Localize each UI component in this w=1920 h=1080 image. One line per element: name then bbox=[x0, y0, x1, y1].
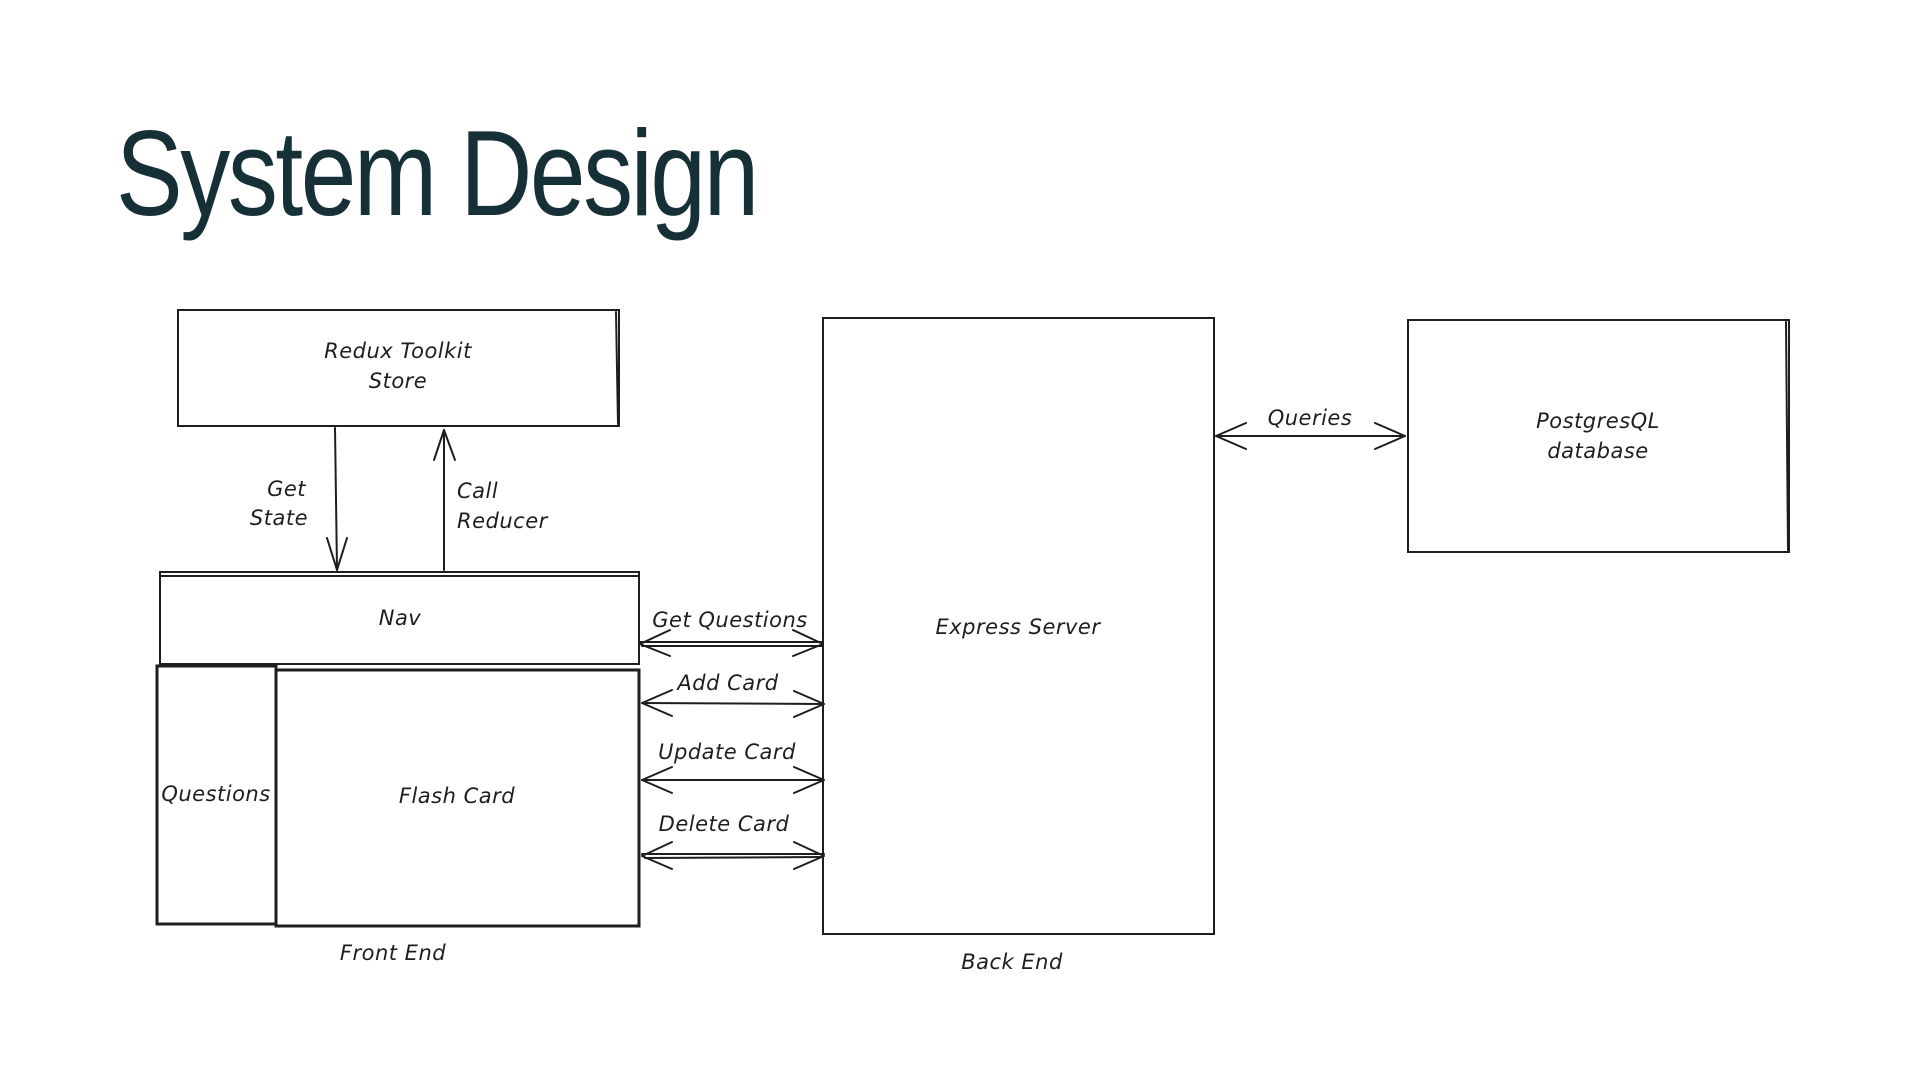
add-card-label: Add Card bbox=[675, 671, 778, 695]
add-card-edge: Add Card bbox=[641, 671, 825, 718]
redux-store-label-line1: Redux Toolkit bbox=[324, 339, 472, 363]
redux-store-node: Redux Toolkit Store bbox=[177, 309, 620, 427]
postgres-label-line2: database bbox=[1547, 439, 1648, 463]
add-card-arrowhead-right bbox=[793, 690, 825, 718]
redux-store-label-line2: Store bbox=[369, 369, 427, 393]
update-card-arrowhead-left bbox=[641, 766, 673, 794]
update-card-arrowhead-right bbox=[793, 766, 825, 794]
delete-card-edge: Delete Card bbox=[641, 812, 825, 870]
flash-card-box bbox=[274, 668, 641, 928]
questions-node: Questions bbox=[155, 664, 278, 926]
get-state-label-line1: Get bbox=[267, 477, 306, 501]
get-questions-edge: Get Questions bbox=[639, 608, 824, 657]
get-questions-arrowhead-right bbox=[792, 629, 824, 657]
express-server-label: Express Server bbox=[935, 615, 1101, 639]
queries-edge: Queries bbox=[1215, 406, 1406, 450]
update-card-label: Update Card bbox=[658, 740, 796, 764]
flash-card-label: Flash Card bbox=[399, 784, 515, 808]
delete-card-arrowhead-left bbox=[641, 841, 673, 870]
get-questions-arrowhead-left bbox=[639, 629, 671, 657]
express-server-box bbox=[822, 317, 1215, 935]
nav-box bbox=[159, 571, 640, 665]
call-reducer-edge: Call Reducer bbox=[433, 429, 549, 571]
call-reducer-label-line2: Reducer bbox=[457, 509, 549, 533]
front-end-label: Front End bbox=[340, 941, 446, 965]
questions-label: Questions bbox=[161, 782, 270, 806]
page-title: System Design bbox=[116, 105, 759, 241]
delete-card-arrowhead-right bbox=[793, 841, 825, 870]
add-card-arrow-line bbox=[641, 702, 825, 705]
add-card-arrowhead-left bbox=[641, 689, 673, 717]
update-card-edge: Update Card bbox=[641, 740, 825, 794]
back-end-label: Back End bbox=[961, 950, 1063, 974]
redux-store-box bbox=[177, 309, 620, 427]
flash-card-node: Flash Card bbox=[274, 668, 641, 928]
get-state-label-line2: State bbox=[250, 506, 308, 530]
postgres-node: PostgresQL database bbox=[1407, 319, 1790, 553]
call-reducer-label-line1: Call bbox=[457, 479, 498, 503]
get-state-edge: Get State bbox=[250, 427, 348, 571]
redux-store-sketch-edge bbox=[615, 311, 619, 425]
get-state-arrow-line bbox=[334, 427, 338, 571]
nav-label: Nav bbox=[379, 606, 422, 630]
queries-label: Queries bbox=[1268, 406, 1353, 430]
postgres-box bbox=[1407, 319, 1790, 553]
queries-arrowhead-right bbox=[1374, 422, 1406, 450]
nav-node: Nav bbox=[159, 571, 640, 665]
express-server-node: Express Server bbox=[822, 317, 1215, 935]
delete-card-label: Delete Card bbox=[659, 812, 790, 836]
get-state-arrowhead bbox=[326, 537, 348, 571]
postgres-sketch-edge bbox=[1785, 321, 1789, 551]
call-reducer-arrowhead bbox=[433, 429, 456, 461]
postgres-label-line1: PostgresQL bbox=[1536, 409, 1660, 433]
get-questions-label: Get Questions bbox=[652, 608, 807, 632]
queries-arrowhead-left bbox=[1215, 422, 1247, 450]
delete-card-arrow-line-2 bbox=[644, 856, 823, 859]
